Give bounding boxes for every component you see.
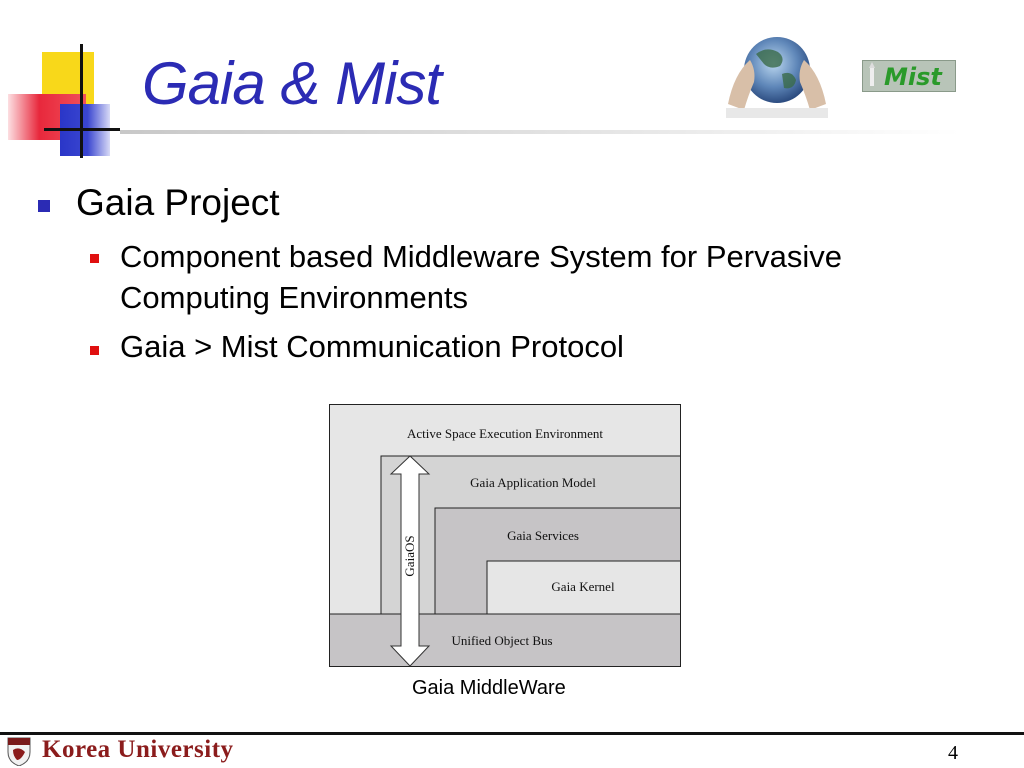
page-number: 4 bbox=[948, 742, 958, 764]
bullet-gaia-project: Gaia Project bbox=[76, 182, 280, 223]
footer-university-name: Korea University bbox=[42, 736, 234, 763]
layer-active-space: Active Space Execution Environment bbox=[407, 426, 603, 441]
layer-gaia-services: Gaia Services bbox=[507, 528, 579, 543]
layer-application-model: Gaia Application Model bbox=[470, 475, 596, 490]
bullet-marker-level2 bbox=[90, 346, 99, 355]
layer-gaia-kernel: Gaia Kernel bbox=[551, 579, 615, 594]
title-underline bbox=[120, 130, 960, 134]
bullet-marker-level2 bbox=[90, 254, 99, 263]
gaia-os-arrow-label: GaiaOS bbox=[402, 535, 417, 576]
bullet-marker-level1 bbox=[38, 200, 50, 212]
sub-bullet-communication-protocol: Gaia > Mist Communication Protocol bbox=[120, 329, 624, 364]
slide-title: Gaia & Mist bbox=[142, 50, 442, 117]
sub-bullet-component-middleware: Component based Middleware System for Pe… bbox=[120, 239, 842, 315]
university-crest-icon bbox=[7, 737, 31, 766]
layer-unified-object-bus: Unified Object Bus bbox=[451, 633, 552, 648]
decor-vertical-line bbox=[80, 44, 83, 158]
diagram-caption: Gaia MiddleWare bbox=[412, 677, 566, 699]
decor-horizontal-line bbox=[44, 128, 120, 131]
mist-logo: Mist bbox=[862, 60, 956, 92]
footer-rule bbox=[0, 732, 1024, 735]
globe-hands-icon bbox=[726, 37, 828, 118]
svg-text:Mist: Mist bbox=[884, 63, 943, 91]
gaia-middleware-diagram: Active Space Execution Environment Gaia … bbox=[329, 404, 681, 667]
